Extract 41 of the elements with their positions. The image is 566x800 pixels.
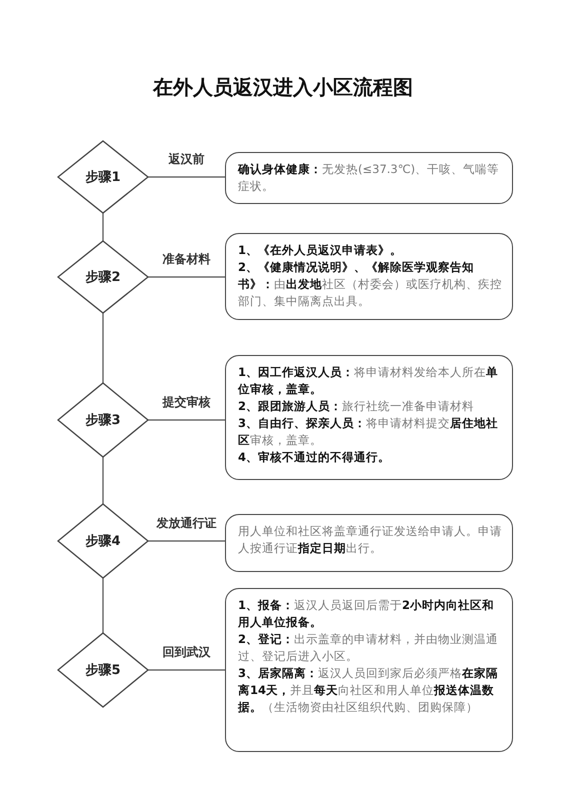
step-diamond — [57, 140, 149, 214]
step-diamond — [57, 382, 149, 458]
step-diamond — [57, 503, 149, 579]
step-detail-box — [225, 588, 513, 752]
diagram-title: 在外人员返汉进入小区流程图 — [152, 74, 414, 101]
step-label: 步骤3 — [85, 412, 121, 429]
detail-text: 3、居家隔离：返汉人员回到家后必须严格在家隔离14天，并且每天向社区和用人单位报送体温数据。（生活物资由社区组织代购、团购保障） — [238, 665, 500, 716]
detail-text: 用人单位和社区将盖章通行证发送给申请人。申请人按通行证指定日期出行。 — [238, 523, 502, 557]
step-label: 步骤2 — [85, 269, 121, 286]
connector-line — [148, 669, 225, 671]
detail-text: 4、审核不通过的不得通行。 — [238, 449, 392, 466]
step-label: 步骤1 — [85, 169, 121, 186]
connector-line — [148, 419, 225, 421]
connector-line — [102, 213, 104, 241]
step-detail-box — [225, 233, 513, 320]
step-detail-box — [225, 152, 513, 204]
step-label: 步骤4 — [85, 533, 121, 550]
detail-text: 3、自由行、探亲人员：将申请材料提交居住地社区审核，盖章。 — [238, 415, 500, 449]
edge-label: 回到武汉 — [162, 644, 212, 661]
detail-text: 1、《在外人员返汉申请表》。 — [238, 242, 404, 259]
connector-line — [102, 313, 104, 383]
step-detail-box — [225, 355, 513, 480]
edge-label: 发放通行证 — [156, 515, 218, 532]
detail-text: 2、《健康情况说明》、《解除医学观察告知书》：由出发地社区（村委会）或医疗机构、疾控部门、集中隔离点出具。 — [238, 259, 502, 310]
connector-line — [148, 276, 225, 278]
step-label: 步骤5 — [85, 662, 121, 679]
connector-line — [148, 540, 225, 542]
detail-text: 确认身体健康：无发热(≤37.3℃)、干咳、气喘等症状。 — [238, 161, 500, 195]
edge-label: 提交审核 — [162, 394, 212, 411]
step-detail-box — [225, 514, 513, 572]
detail-text: 2、跟团旅游人员：旅行社统一准备申请材料 — [238, 398, 476, 415]
step-diamond — [57, 632, 149, 708]
connector-line — [102, 457, 104, 504]
step-diamond — [57, 240, 149, 314]
detail-text: 2、登记：出示盖章的申请材料，并由物业测温通过、登记后进入小区。 — [238, 631, 500, 665]
detail-text: 1、因工作返汉人员：将申请材料发给本人所在单位审核，盖章。 — [238, 364, 500, 398]
edge-label: 准备材料 — [162, 251, 212, 268]
connector-line — [102, 578, 104, 633]
edge-label: 返汉前 — [168, 151, 206, 168]
detail-text: 1、报备：返汉人员返回后需于2小时内向社区和用人单位报备。 — [238, 597, 496, 631]
connector-line — [148, 176, 225, 178]
